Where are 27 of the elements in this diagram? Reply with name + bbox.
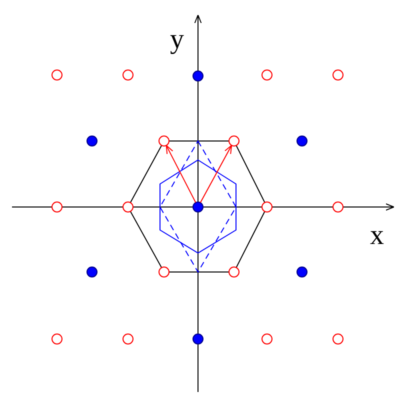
filled-lattice-point bbox=[86, 136, 98, 146]
filled-lattice-point bbox=[192, 70, 204, 82]
open-lattice-point bbox=[122, 202, 134, 212]
open-lattice-point bbox=[332, 202, 344, 212]
open-lattice-point bbox=[332, 334, 344, 344]
open-lattice-point bbox=[52, 202, 62, 212]
open-lattice-point bbox=[122, 334, 134, 344]
open-lattice-point bbox=[52, 334, 62, 344]
open-lattice-point bbox=[262, 202, 272, 212]
filled-lattice-point bbox=[192, 202, 204, 212]
open-lattice-point bbox=[262, 70, 272, 80]
arrow bbox=[166, 144, 196, 204]
axis-label: x bbox=[370, 222, 384, 250]
open-lattice-point bbox=[228, 136, 240, 146]
open-lattice-point bbox=[158, 266, 170, 278]
open-lattice-point bbox=[262, 334, 272, 344]
arrow bbox=[200, 144, 232, 204]
open-lattice-point bbox=[122, 70, 134, 80]
filled-lattice-point bbox=[296, 266, 308, 278]
open-lattice-point bbox=[52, 70, 62, 80]
filled-lattice-point bbox=[296, 136, 308, 146]
filled-lattice-point bbox=[192, 334, 204, 344]
open-lattice-point bbox=[158, 136, 170, 146]
open-lattice-point bbox=[228, 266, 240, 278]
open-lattice-point bbox=[332, 70, 344, 80]
filled-lattice-point bbox=[86, 266, 98, 278]
axis-label: y bbox=[170, 26, 184, 54]
